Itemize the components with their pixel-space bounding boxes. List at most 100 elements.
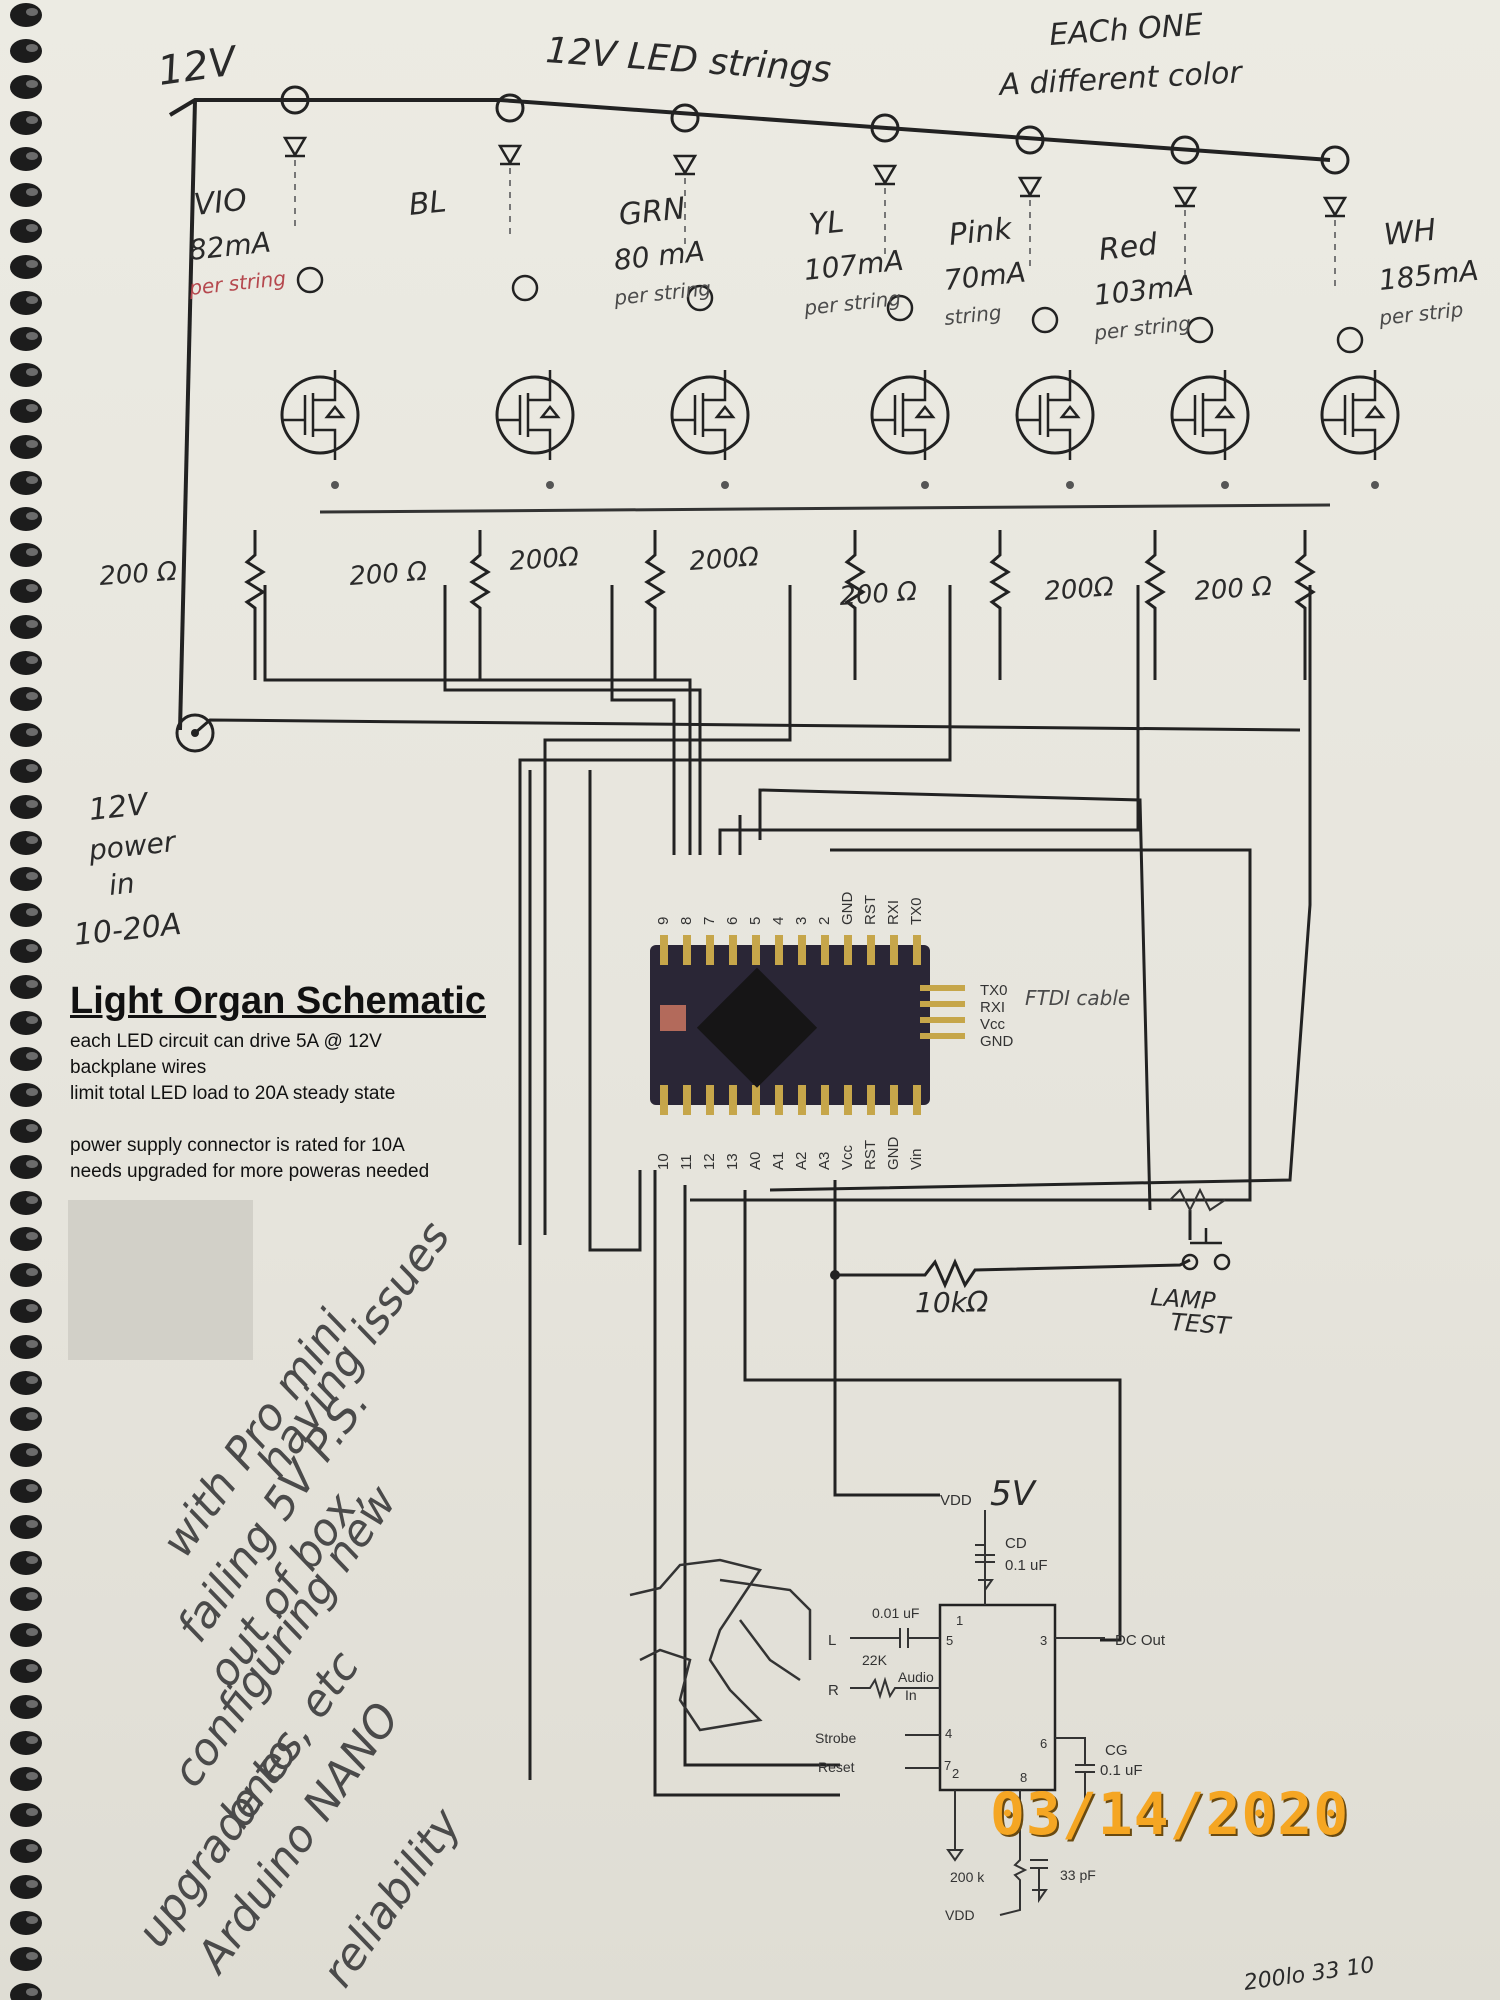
spiral-ring-shine xyxy=(26,404,38,412)
spiral-ring-shine xyxy=(26,8,38,16)
spiral-ring-shine xyxy=(26,1700,38,1708)
spiral-ring-shine xyxy=(26,620,38,628)
arduino-bottom-pin-label: A0 xyxy=(747,1152,764,1170)
backplane-node xyxy=(1221,481,1229,489)
input-resistor-value: 22K xyxy=(862,1652,888,1668)
header-pin xyxy=(660,1085,668,1115)
arduino-side-pin-label: TX0 xyxy=(980,982,1008,999)
channel-current-label: 82mA xyxy=(187,226,272,267)
header-pin xyxy=(706,935,714,965)
current-terminal xyxy=(296,266,324,294)
spiral-ring-shine xyxy=(26,116,38,124)
led-string-terminal xyxy=(670,103,700,133)
backplane-node xyxy=(1371,481,1379,489)
header-pin xyxy=(890,1085,898,1115)
current-terminal xyxy=(886,294,914,322)
spiral-ring-shine xyxy=(26,1556,38,1564)
msgeq7-wiring xyxy=(975,1544,995,1594)
arduino-top-pin-label: 8 xyxy=(678,917,695,925)
spiral-ring-shine xyxy=(26,188,38,196)
resistor-value-label: 200 Ω xyxy=(838,577,918,612)
arduino-bottom-pin-label: Vcc xyxy=(839,1144,856,1170)
osc-resistor-label: 200 k xyxy=(950,1869,985,1885)
spiral-ring-shine xyxy=(26,152,38,160)
channel-r-label: R xyxy=(828,1682,839,1699)
side-pin xyxy=(920,985,965,991)
chip-pin-number: 2 xyxy=(952,1766,959,1781)
lamp-test-label: LAMP xyxy=(1150,1283,1217,1316)
current-terminal xyxy=(686,284,714,312)
supply-voltage-label: 12V xyxy=(155,38,242,95)
led-string-terminal xyxy=(1320,145,1350,175)
msgeq7-vdd-top: VDD xyxy=(940,1492,972,1509)
header-pin xyxy=(867,935,875,965)
header-pin xyxy=(729,1085,737,1115)
chip-pin-number: 5 xyxy=(946,1633,953,1648)
gate-resistor xyxy=(469,530,491,680)
channel-color-label: Red xyxy=(1097,227,1160,268)
power-in-label: power xyxy=(86,825,178,867)
resistor-value-label: 200Ω xyxy=(688,542,760,577)
led-symbol xyxy=(282,136,308,158)
mosfet-symbol xyxy=(870,375,950,455)
lamp-test-wire xyxy=(835,1258,1191,1289)
lamp-test-contact-right xyxy=(1213,1253,1231,1271)
arduino-bottom-pin-label: A2 xyxy=(793,1152,810,1170)
gate-resistor xyxy=(1144,530,1166,680)
side-pin xyxy=(920,1001,965,1007)
spiral-ring-shine xyxy=(26,908,38,916)
header-pin xyxy=(729,935,737,965)
mosfet-symbol xyxy=(1170,375,1250,455)
vdd-5v-note: 5V xyxy=(990,1474,1038,1514)
msgeq7-wiring xyxy=(1030,1859,1048,1904)
chip-pin-number: 1 xyxy=(956,1613,963,1628)
backplane-node xyxy=(1066,481,1074,489)
header-pin xyxy=(844,1085,852,1115)
spiral-ring-shine xyxy=(26,872,38,880)
led-symbol xyxy=(872,164,898,186)
channel-current-label: 103mA xyxy=(1092,269,1195,312)
led-symbol xyxy=(497,144,523,166)
signal-wires xyxy=(263,585,1312,1797)
page-corner-number: 200lo 33 10 xyxy=(1242,1953,1376,1996)
lamp-test-label: TEST xyxy=(1170,1308,1234,1340)
spiral-ring-shine xyxy=(26,728,38,736)
arduino-bottom-pin-label: Vin xyxy=(908,1149,925,1170)
msgeq7-chip xyxy=(938,1603,1057,1792)
channel-per-string-label: per string xyxy=(187,266,287,300)
channel-l-label: L xyxy=(828,1632,836,1649)
spiral-ring-shine xyxy=(26,1340,38,1348)
osc-cap-label: 33 pF xyxy=(1060,1867,1096,1883)
header-pin xyxy=(798,935,806,965)
msgeq7-wiring xyxy=(946,1790,964,1862)
led-string-terminal xyxy=(280,85,310,115)
handwritten-side-note: reliability xyxy=(312,1799,472,1997)
arduino-bottom-pin-label: A3 xyxy=(816,1152,833,1170)
spiral-ring-shine xyxy=(26,1736,38,1744)
msgeq7-wiring xyxy=(850,1676,940,1700)
power-in-label: in xyxy=(107,866,136,901)
schematic-caption: Light Organ Schematic each LED circuit c… xyxy=(70,980,540,1185)
junction-dot xyxy=(830,1270,840,1280)
side-pin xyxy=(920,1033,965,1039)
spiral-ring-shine xyxy=(26,1268,38,1276)
resistor-value-label: 200 Ω xyxy=(98,557,178,592)
led-string-terminal xyxy=(1170,135,1200,165)
backplane-wire xyxy=(319,503,1331,514)
dc-out-label: DC Out xyxy=(1115,1632,1166,1649)
mosfet-symbol xyxy=(1015,375,1095,455)
spiral-ring-shine xyxy=(26,1196,38,1204)
audio-jack-sketch xyxy=(629,1558,812,1732)
current-terminal xyxy=(1031,306,1059,334)
arduino-top-pin-label: 2 xyxy=(816,917,833,925)
led-symbol xyxy=(1172,186,1198,208)
current-terminal xyxy=(1186,316,1214,344)
channel-color-label: BL xyxy=(407,184,448,223)
arduino-side-pin-label: GND xyxy=(980,1033,1014,1050)
audio-in-label: In xyxy=(905,1687,917,1703)
spiral-ring-shine xyxy=(26,1088,38,1096)
note-line: backplane wires xyxy=(70,1057,207,1078)
arduino-top-pin-label: RXI xyxy=(885,900,902,925)
chip-pin-number: 7 xyxy=(944,1758,951,1773)
mosfet-symbol xyxy=(495,375,575,455)
